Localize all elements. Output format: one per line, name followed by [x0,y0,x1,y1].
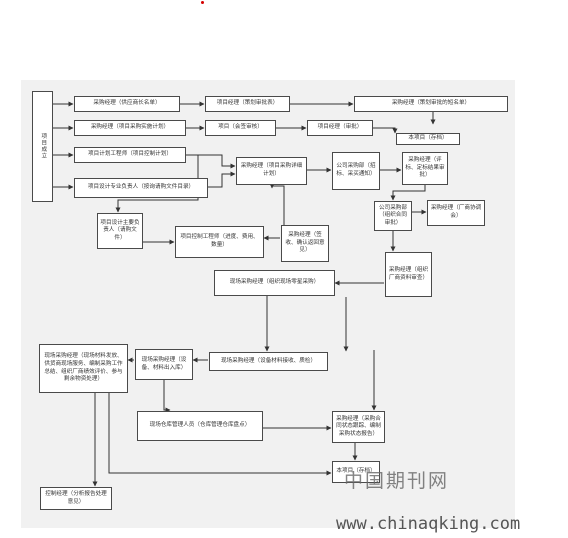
flow-node-supplier-longlist: 采购经理（供应商长名单） [74,96,180,112]
flow-node-warehouse: 现场仓库管理人员（仓库管理仓库盘点） [137,411,263,441]
arrow-main-archive [108,393,332,476]
arrow-d1-plan [208,171,236,188]
flow-node-contract-approval: 公司采购部（组织合同审批） [374,201,412,231]
flow-node-detailed-plan: 采购经理（项目采购详细计划） [236,157,307,185]
flow-node-site-main: 现场采购经理（现场材料发放、供货商现场服务、编制采购工作总结、组织厂商绩效评价、… [39,344,128,393]
flow-node-site-sporadic: 现场采购经理（组织现场零星采购） [214,270,335,296]
flow-node-control-engineer: 项目控制工程师（进度、费用、数量） [175,226,264,258]
flow-node-design-requisition: 项目设计主要负责人（请购文件） [97,213,143,249]
flow-node-archive-bottom: 本项目（存档） [332,461,380,483]
flow-node-archive-top: 本项目（存档） [396,133,460,145]
flow-node-site-storage: 现场采购经理（设备、材料出入库） [135,349,193,380]
arrow-store-warehouse [163,380,171,413]
flow-node-sign-confirm: 采购经理（签收、确认返回意见） [281,225,329,262]
flow-node-vendor-doc-review: 采购经理（组织厂商资料审查） [385,252,432,297]
flow-node-status-report: 采购经理（采购合同状态跟踪、编制采购状态报告） [332,411,385,443]
watermark-url: www.chinaqking.com [336,514,521,534]
flow-node-control-manager: 控制经理（分析报告处理意见） [40,487,112,510]
flow-node-bid-evaluation: 采购经理（评标、定标结果审批） [402,152,448,185]
flow-node-shortlist: 采购经理（策划审批的短名单） [354,96,508,112]
flow-node-vendor-meeting: 采购经理（厂商协调会） [427,200,485,226]
watermark-brand: 中国期刊网 [344,470,450,492]
flow-node-project-countersign: 项目（会签审核） [205,120,276,136]
arrow-b3-b4 [373,127,398,134]
arrow-c1-plan [186,154,236,169]
arrow-c1-design [115,155,199,213]
flow-node-pm-approve: 项目经理（审批） [307,120,373,136]
arrow-eval-contract [390,185,426,201]
flow-node-purchase-impl-plan: 采购经理（项目采购实施计划） [74,120,186,136]
flow-node-project-start: 项目成立 [32,91,53,202]
flow-node-project-control-plan: 项目计划工程师（项目控制计划） [74,147,186,163]
flow-node-pm-plan-approval: 项目经理（策划审批表） [205,96,290,112]
flow-node-bid-notice: 公司采购部（招标、采买通知） [332,152,380,190]
flow-node-site-receiving: 现场采购经理（设备材料接收、质检） [209,352,328,371]
flow-node-design-lead-list: 项目设计专业负责人（按询请购文件目录） [74,178,208,198]
red-dot-mark [201,1,204,4]
arrow-confirm-plan [269,183,285,225]
